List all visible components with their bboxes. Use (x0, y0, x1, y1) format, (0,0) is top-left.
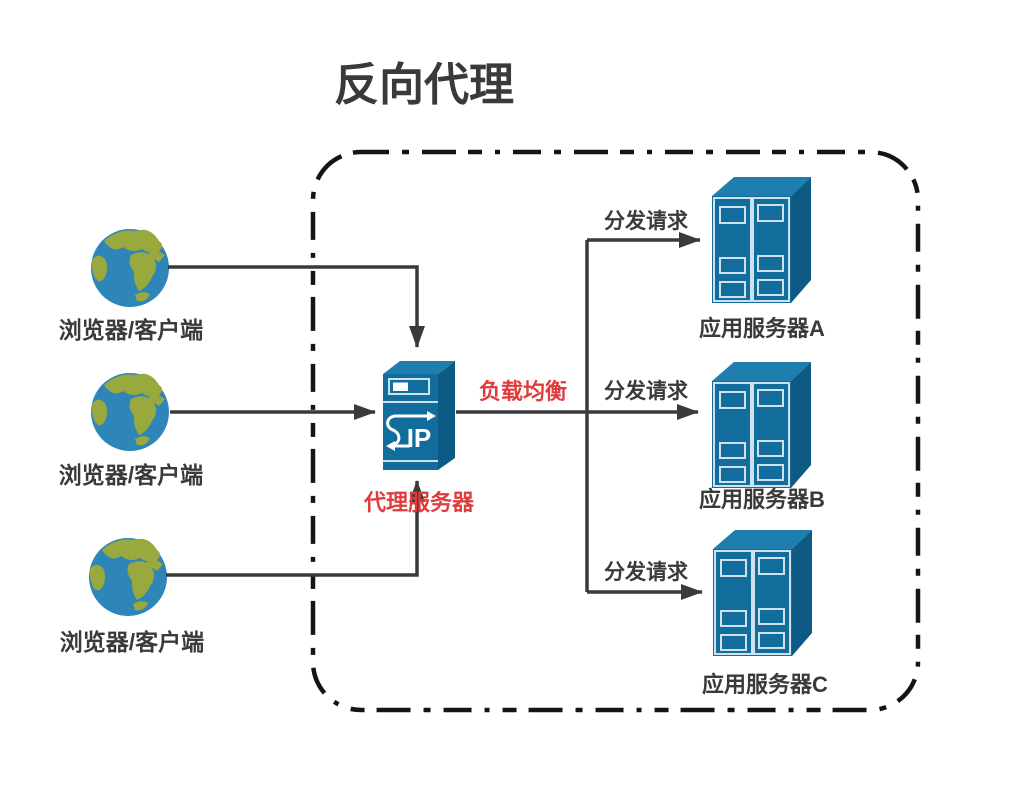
proxy-server-icon: IP (383, 361, 455, 470)
client-label: 浏览器/客户端 (59, 317, 203, 343)
client-globe-icon (91, 229, 169, 307)
dispatch-request-label: 分发请求 (604, 209, 688, 233)
client1-to-proxy-arrow (168, 265, 425, 348)
app-server-icon (711, 361, 812, 489)
app-server-label: 应用服务器B (699, 487, 825, 512)
dispatch-request-label: 分发请求 (604, 379, 688, 403)
ip-redirect-icon: IP (386, 411, 436, 453)
app-server-label: 应用服务器A (699, 316, 825, 341)
load-balance-label: 负载均衡 (479, 379, 567, 404)
proxy-label: 代理服务器 (363, 490, 475, 515)
dispatch-request-label: 分发请求 (604, 560, 688, 584)
app-server-label: 应用服务器C (702, 672, 828, 697)
proxy-zone-dashed-border (310, 149, 921, 713)
proxy-ip-text: IP (407, 423, 432, 453)
client-label: 浏览器/客户端 (60, 629, 204, 655)
client3-to-proxy-arrow (166, 480, 425, 577)
client-globe-icon (91, 373, 169, 451)
client-globe-icon (89, 538, 167, 616)
page-title: 反向代理 (334, 59, 514, 110)
app-server-icon (711, 176, 812, 304)
app-server-icon (712, 529, 813, 657)
client-label: 浏览器/客户端 (59, 462, 203, 488)
proxy-screen-light (393, 382, 408, 391)
